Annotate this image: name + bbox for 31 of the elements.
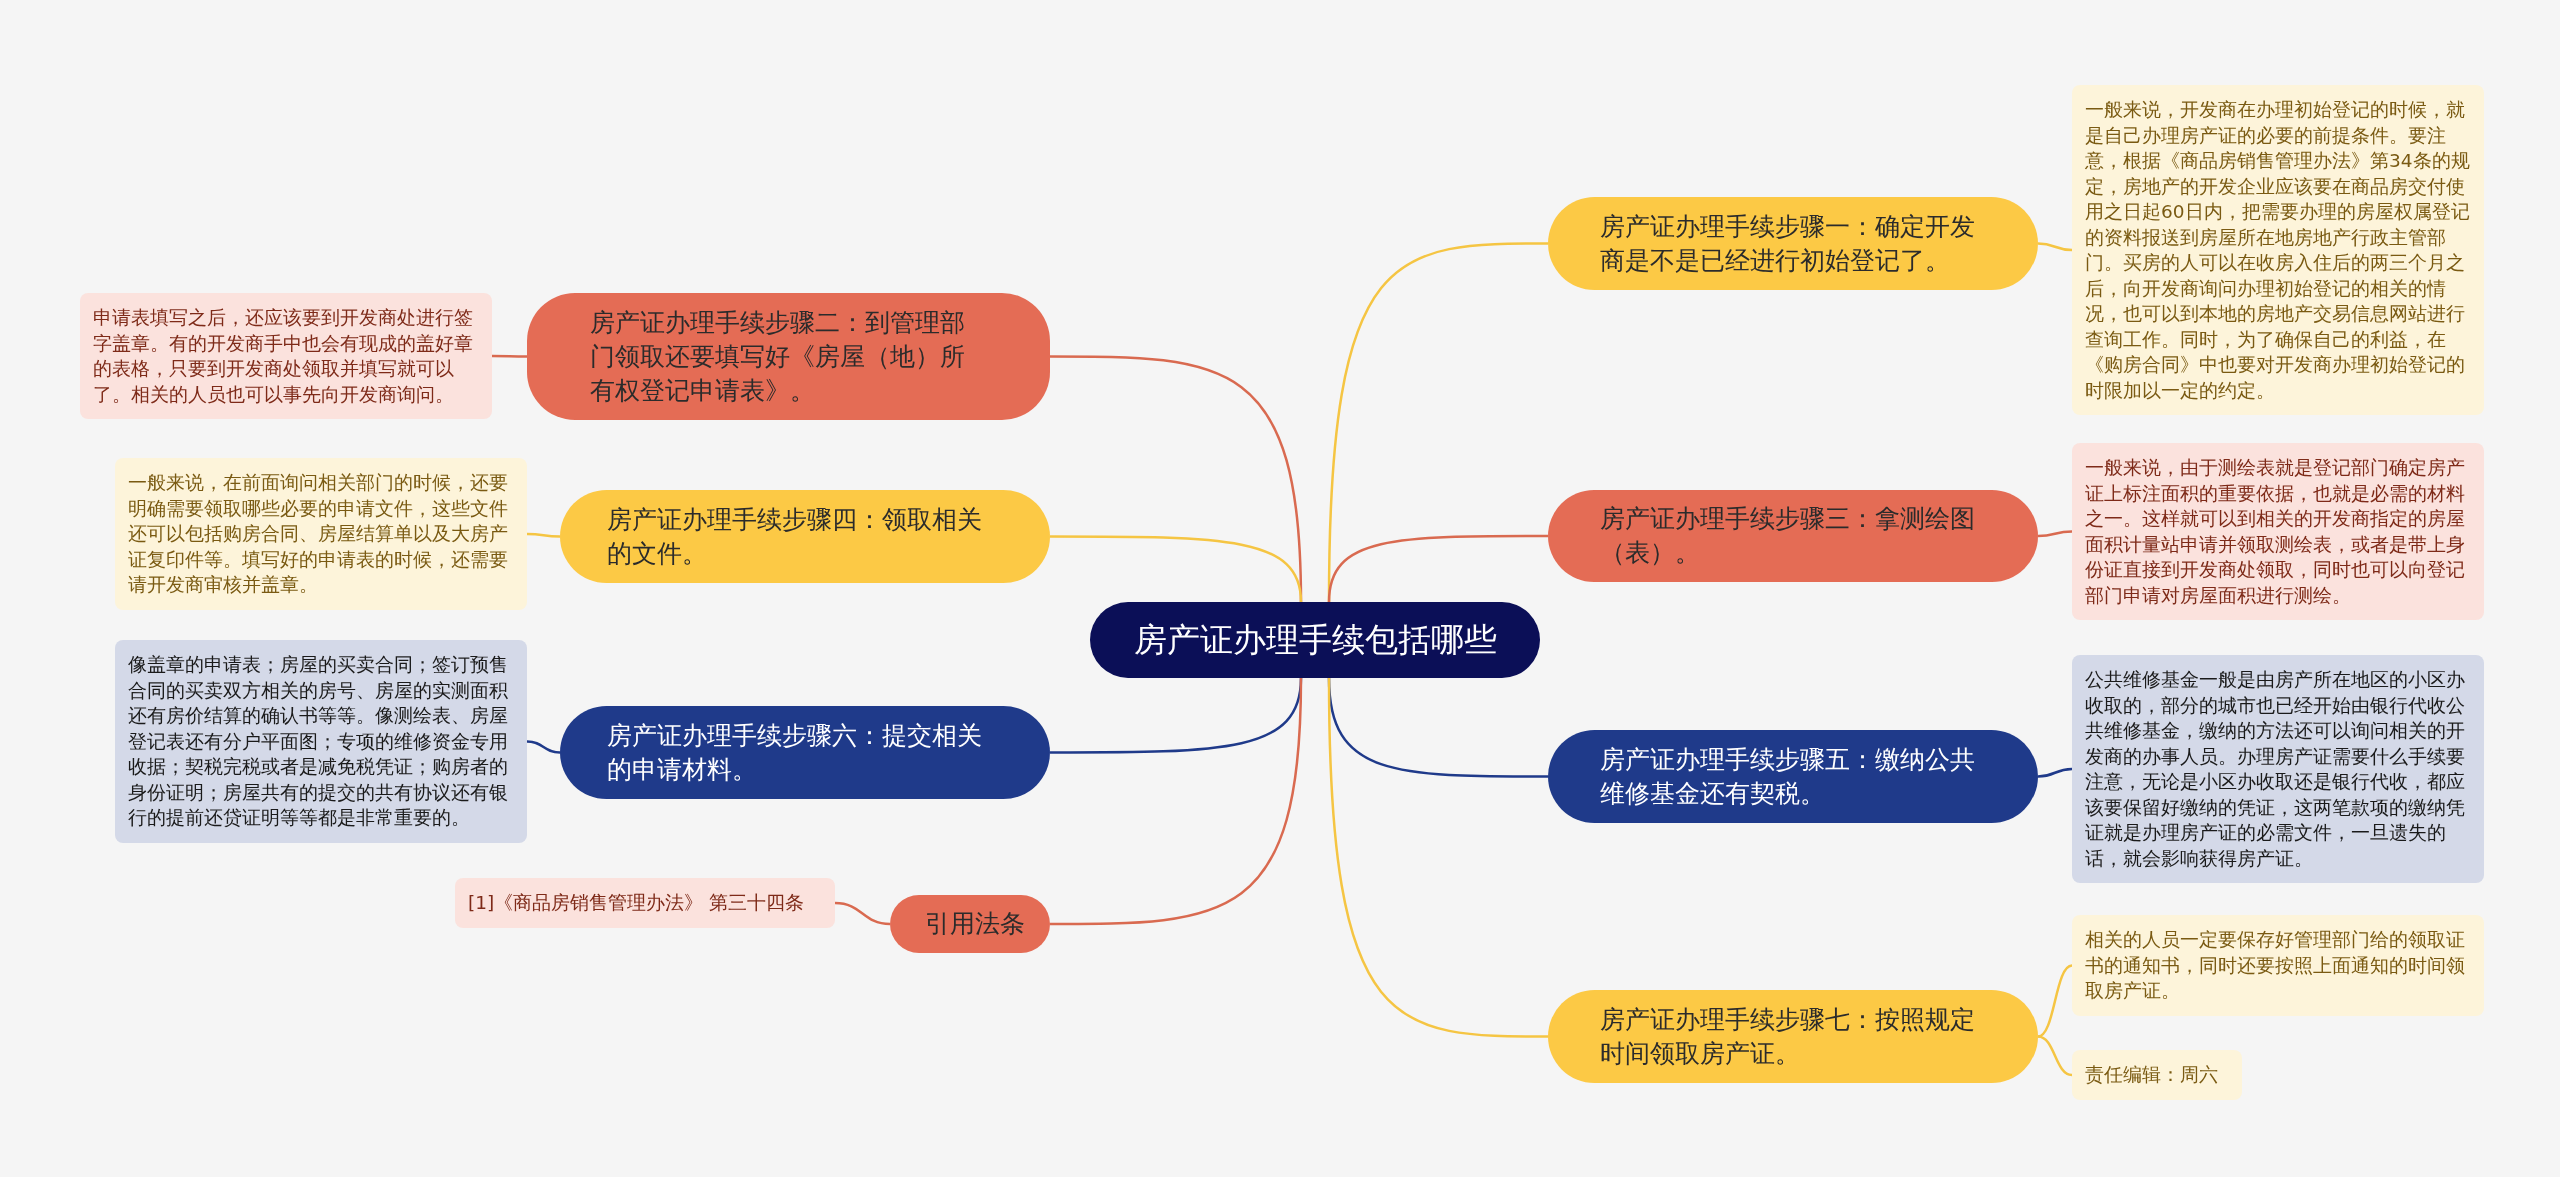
- connector-line: [527, 532, 560, 538]
- note-card: 一般来说，由于测绘表就是登记部门确定房产证上标注面积的重要依据，也就是必需的材料之一。这样就可以到相关的开发商指定的房屋面积计量站申请并领取测绘表，或者是带上身份证直接到开发商处领取，同时也可以向登记部门申请对房屋面积进行测绘。: [2072, 443, 2484, 620]
- note-card: 一般来说，在前面询问相关部门的时候，还要明确需要领取哪些必要的申请文件，这些文件还可以包括购房合同、房屋结算单以及大房产证复印件等。填写好的申请表的时候，还需要请开发商审核并盖章。: [115, 458, 527, 610]
- connector-line: [2037, 767, 2073, 778]
- connector-line: [2037, 964, 2073, 1038]
- topic-pill: 房产证办理手续步骤四：领取相关的文件。: [560, 490, 1050, 583]
- topic-pill: 房产证办理手续步骤六：提交相关的申请材料。: [560, 706, 1050, 799]
- topic-pill: 房产证办理手续步骤五：缴纳公共维修基金还有契税。: [1548, 730, 2038, 823]
- note-card: 责任编辑：周六: [2072, 1050, 2242, 1100]
- topic-pill: 房产证办理手续步骤二：到管理部门领取还要填写好《房屋（地）所有权登记申请表》。: [527, 293, 1050, 420]
- connector-line: [526, 740, 561, 754]
- connector-line: [1050, 535, 1303, 603]
- note-card: 申请表填写之后，还应该要到开发商处进行签字盖章。有的开发商手中也会有现成的盖好章的表格，只要到开发商处领取并填写就可以了。相关的人员也可以事先向开发商询问。: [80, 293, 492, 419]
- connector-line: [834, 901, 891, 926]
- topic-pill: 房产证办理手续步骤一：确定开发商是不是已经进行初始登记了。: [1548, 197, 2038, 290]
- note-card: [1]《商品房销售管理办法》 第三十四条: [455, 878, 835, 928]
- connector-line: [1327, 534, 1548, 603]
- note-card: 公共维修基金一般是由房产所在地区的小区办收取的，部分的城市也已经开始由银行代收公共维修基金，缴纳的方法还可以询问相关的开发商的办事人员。办理房产证需要什么手续要注意，无论是小区办收取还是银行代收，都应该要保留好缴纳的凭证，这两笔款项的缴纳凭证就是办理房产证的必需文件，一旦遗失的话，就会影响获得房产证。: [2072, 655, 2484, 883]
- connector-line: [2037, 1035, 2073, 1077]
- topic-pill: 房产证办理手续步骤七：按照规定时间领取房产证。: [1548, 990, 2038, 1083]
- note-card: 一般来说，开发商在办理初始登记的时候，就是自己办理房产证的必要的前提条件。要注意，根据《商品房销售管理办法》第34条的规定，房地产的开发企业应该要在商品房交付使用之日起60日内，把需要办理的房屋权属登记的资料报送到房屋所在地房地产行政主管部门。买房的人可以在收房入住后的两三个月之后，向开发商询问办理初始登记的相关的情况，也可以到本地的房地产交易信息网站进行查询工作。同时，为了确保自己的利益，在《购房合同》中也要对开发商办理初始登记的时限加以一定的约定。: [2072, 85, 2484, 415]
- connector-line: [2037, 530, 2073, 538]
- connector-line: [492, 354, 527, 358]
- topic-pill: 引用法条: [890, 895, 1050, 953]
- connector-line: [2037, 242, 2073, 252]
- note-card: 像盖章的申请表；房屋的买卖合同；签订预售合同的买卖双方相关的房号、房屋的实测面积还有房价结算的确认书等等。像测绘表、房屋登记表还有分户平面图；专项的维修资金专用收据；契税完税或者是减免税凭证；购房者的身份证明；房屋共有的提交的共有协议还有银行的提前还贷证明等等都是非常重要的。: [115, 640, 527, 843]
- note-card: 相关的人员一定要保存好管理部门给的领取证书的通知书，同时还要按照上面通知的时间领取房产证。: [2072, 915, 2484, 1016]
- central-topic: 房产证办理手续包括哪些: [1090, 602, 1540, 678]
- connector-line: [1050, 677, 1303, 926]
- connector-line: [1327, 677, 1548, 1038]
- topic-pill: 房产证办理手续步骤三：拿测绘图（表）。: [1548, 490, 2038, 582]
